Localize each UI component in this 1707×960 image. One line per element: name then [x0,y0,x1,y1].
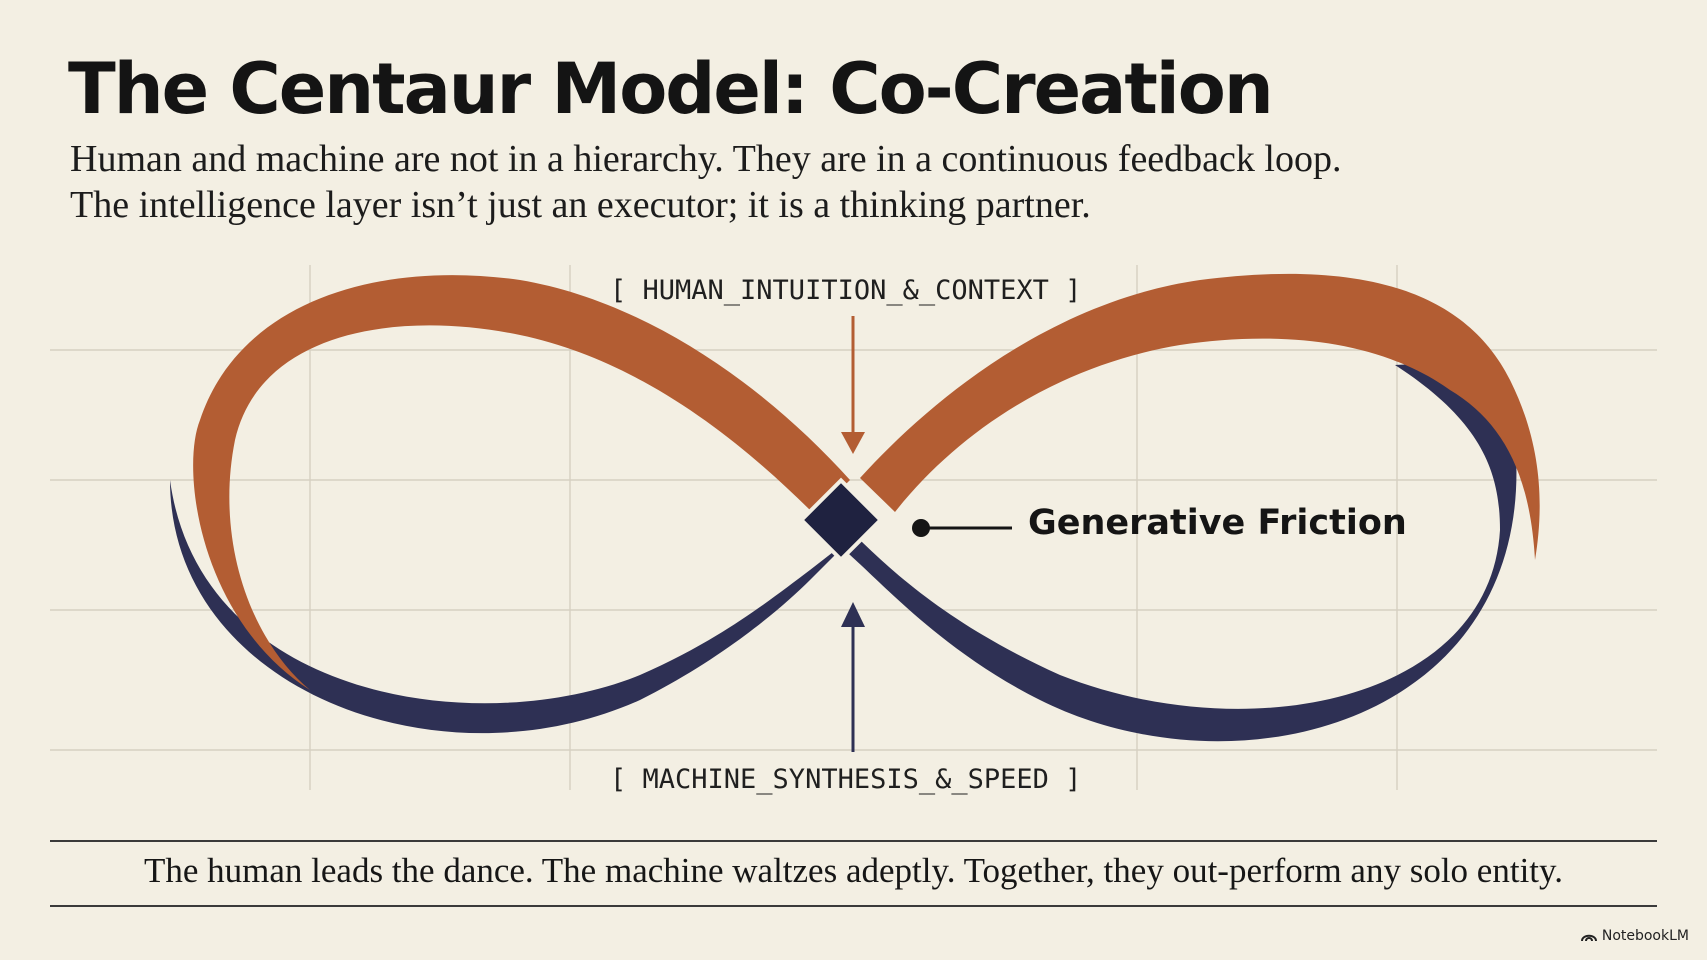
subtitle-line-2: The intelligence layer isn’t just an exe… [70,184,1091,226]
generative-friction-label: Generative Friction [1028,503,1407,543]
machine-synthesis-label: [ MACHINE_SYNTHESIS_&_SPEED ] [610,764,1082,795]
human-loop-band [193,273,1540,690]
brand-name: NotebookLM [1601,928,1689,944]
generative-friction-node [798,477,884,563]
human-intuition-label: [ HUMAN_INTUITION_&_CONTEXT ] [610,275,1082,306]
subtitle: Human and machine are not in a hierarchy… [70,136,1341,228]
footer-statement: The human leads the dance. The machine w… [143,851,1563,890]
machine-input-arrowhead [841,602,865,627]
human-input-arrowhead [841,432,865,454]
notebooklm-logo-icon [1580,934,1597,942]
footer-bottom-rule [50,905,1657,907]
slide-title: The Centaur Model: Co-Creation [68,48,1274,130]
subtitle-line-1: Human and machine are not in a hierarchy… [70,138,1342,180]
notebooklm-brand: NotebookLM [1580,928,1689,944]
footer-top-rule [50,840,1657,842]
